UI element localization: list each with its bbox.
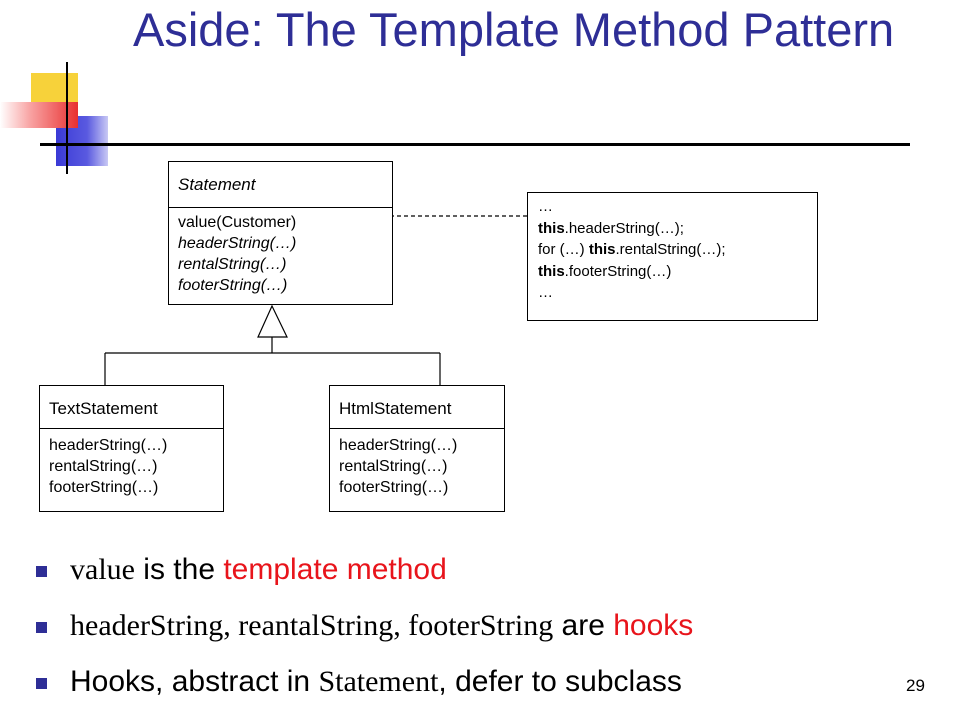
bullet-marker (36, 566, 47, 577)
note-text: .footerString(…) (564, 262, 672, 280)
statement-op-value: value(Customer) (178, 214, 297, 231)
note-keyword: this (538, 262, 565, 280)
template-method-note: … this.headerString(…); for (…) this.ren… (527, 192, 818, 321)
corner-decoration (0, 0, 130, 180)
bullet-item: headerString, reantalString, footerStrin… (36, 598, 936, 654)
bullet-text: , defer to subclass (438, 665, 682, 698)
html-statement-class-name: HtmlStatement (330, 386, 504, 429)
statement-class-name: Statement (169, 162, 392, 208)
bullet-marker (36, 678, 47, 689)
note-keyword: this (538, 219, 565, 237)
bullet-text: Hooks, abstract in (70, 665, 319, 698)
bullet-list: value is the template method headerStrin… (36, 542, 936, 710)
html-statement-class-box: HtmlStatement headerString(…) rentalStri… (329, 385, 505, 512)
text-statement-operations: headerString(…) rentalString(…) footerSt… (40, 429, 223, 498)
note-line-footer: this.footerString(…) (538, 261, 817, 283)
bullet-item: Hooks, abstract in Statement, defer to s… (36, 654, 936, 710)
decoration-red-streak (0, 102, 78, 128)
statement-operations: value(Customer) headerString(…) rentalSt… (169, 208, 392, 296)
html-statement-op: footerString(…) (339, 479, 449, 496)
bullet-item: value is the template method (36, 542, 936, 598)
html-statement-op: headerString(…) (339, 437, 458, 454)
decoration-vertical-line (66, 62, 68, 174)
note-text: .headerString(…); (564, 219, 684, 237)
statement-op-rental: rentalString(…) (178, 256, 287, 273)
text-statement-class-box: TextStatement headerString(…) rentalStri… (39, 385, 224, 512)
inheritance-triangle (257, 304, 288, 338)
title-divider (40, 143, 910, 146)
note-keyword: this (588, 241, 616, 258)
bullet-highlight: hooks (613, 609, 694, 642)
text-statement-op: footerString(…) (49, 479, 159, 496)
bullet-code: Statement (318, 665, 439, 698)
bullet-text: is the (134, 553, 224, 586)
note-line-for: for (…) this.rentalString(…); (538, 239, 817, 261)
text-statement-class-name: TextStatement (40, 386, 223, 429)
bullet-text: are (553, 609, 614, 642)
bullet-highlight: template method (223, 553, 447, 586)
note-text: .rentalString(…); (615, 241, 726, 258)
note-line-ellipsis-bottom: … (538, 284, 553, 301)
text-statement-op: rentalString(…) (49, 458, 158, 475)
statement-op-footer: footerString(…) (178, 277, 288, 294)
page-number: 29 (906, 676, 925, 695)
html-statement-operations: headerString(…) rentalString(…) footerSt… (330, 429, 504, 498)
html-statement-op: rentalString(…) (339, 458, 448, 475)
statement-class-box: Statement value(Customer) headerString(…… (168, 161, 393, 305)
bullet-marker (36, 622, 47, 633)
note-line-header: this.headerString(…); (538, 218, 817, 240)
page-title: Aside: The Template Method Pattern (133, 3, 895, 56)
note-text: for (…) (538, 241, 589, 258)
bullet-code: value (70, 553, 135, 586)
text-statement-op: headerString(…) (49, 437, 168, 454)
note-line-ellipsis-top: … (538, 198, 553, 215)
bullet-code: headerString, reantalString, footerStrin… (70, 609, 554, 642)
statement-op-header: headerString(…) (178, 235, 297, 252)
